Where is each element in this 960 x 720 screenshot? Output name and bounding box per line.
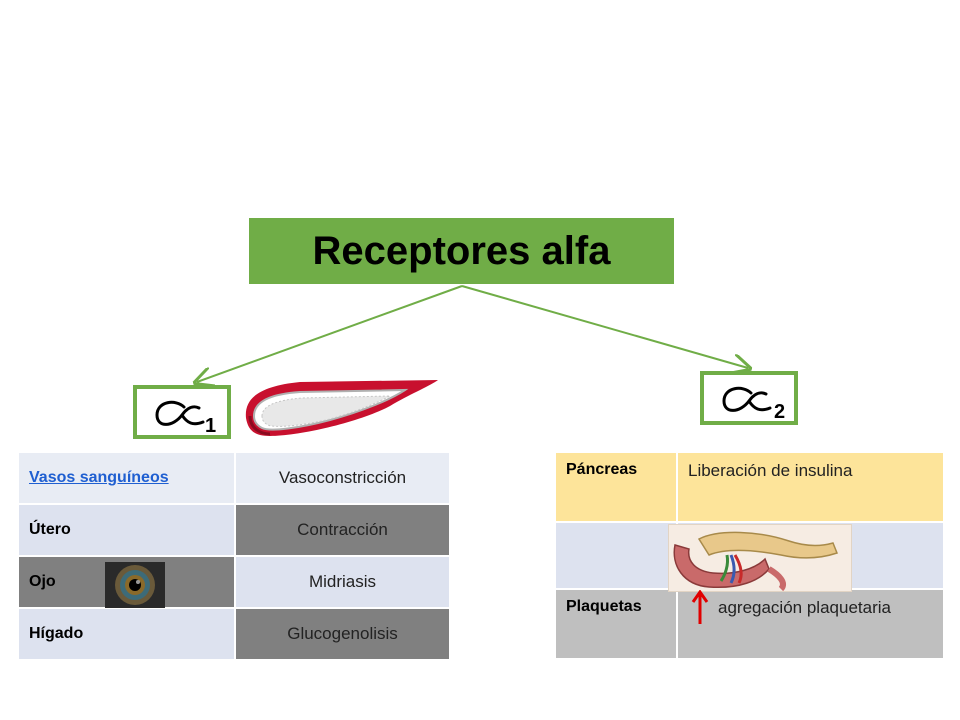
organ-cell: Páncreas — [554, 451, 678, 523]
effect-cell: Vasoconstricción — [234, 451, 451, 505]
arrow-to-alpha1 — [197, 285, 463, 382]
table-row: Hígado Glucogenolisis — [17, 607, 451, 661]
alpha1-receptor-box: 1 — [133, 385, 231, 439]
effect-cell: Glucogenolisis — [234, 607, 451, 661]
pancreas-icon — [673, 531, 838, 592]
effect-cell: agregación plaquetaria — [676, 588, 945, 660]
page-title: Receptores alfa — [312, 228, 611, 273]
effect-cell: Liberación de insulina — [676, 451, 945, 523]
alpha1-subscript: 1 — [205, 415, 217, 437]
eye-iris-icon — [105, 562, 165, 608]
organ-cell: Hígado — [17, 607, 236, 661]
alpha2-subscript: 2 — [774, 401, 786, 423]
organ-link[interactable]: Vasos sanguíneos — [29, 469, 169, 486]
table-row: Plaquetas agregación plaquetaria — [554, 588, 945, 660]
organ-cell: Útero — [17, 503, 236, 557]
table-row: Vasos sanguíneos Vasoconstricción — [17, 451, 451, 505]
table-row: Ojo Midriasis — [17, 555, 451, 609]
alpha-symbol-icon — [722, 386, 772, 412]
alpha-symbol-icon — [155, 400, 205, 426]
blood-vessel-icon — [245, 380, 438, 436]
organ-cell[interactable]: Vasos sanguíneos — [17, 451, 236, 505]
organ-cell: Plaquetas — [554, 588, 678, 660]
alpha1-effects-table: Vasos sanguíneos Vasoconstricción Útero … — [17, 451, 451, 661]
alpha2-receptor-box: 2 — [700, 371, 798, 425]
table-row: Útero Contracción — [17, 503, 451, 557]
effect-cell: Contracción — [234, 503, 451, 557]
organ-cell — [554, 521, 678, 590]
table-row: Páncreas Liberación de insulina — [554, 451, 945, 523]
effect-cell: Midriasis — [234, 555, 451, 609]
pancreas-image — [668, 524, 852, 592]
up-arrow-icon — [691, 590, 709, 624]
arrow-to-alpha2 — [461, 285, 748, 368]
title-box: Receptores alfa — [249, 218, 674, 284]
